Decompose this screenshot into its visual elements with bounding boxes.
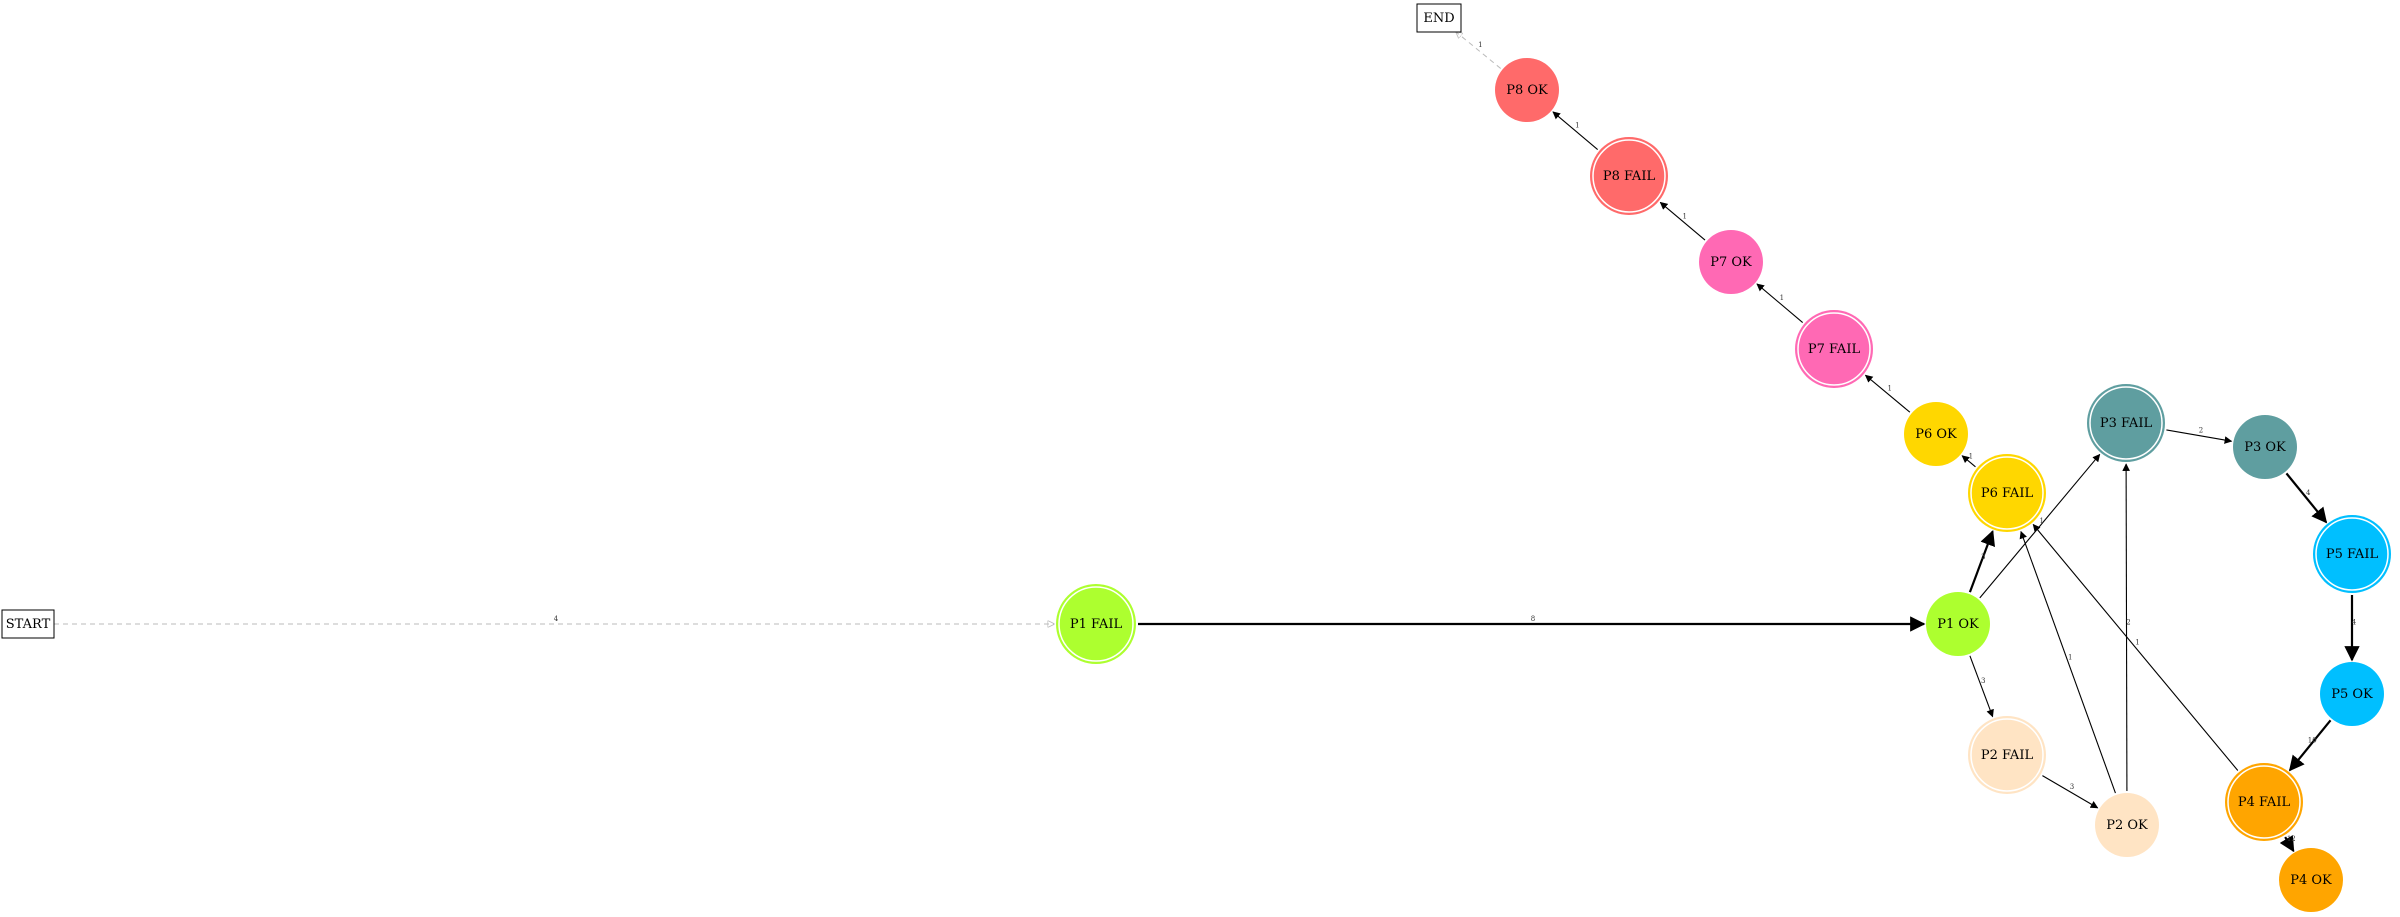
edge-p8-fail-to-p8-ok [1552, 111, 1599, 150]
edge-p2-ok-to-p6-fail [2019, 530, 2116, 794]
node-label: P6 OK [1915, 427, 1957, 442]
node-p5-fail[interactable]: P5 FAIL [2313, 515, 2391, 593]
node-label: P6 FAIL [1981, 486, 2034, 501]
edge-p4-fail-to-p6-fail [2032, 523, 2239, 771]
edge-label: 1 [2068, 653, 2072, 661]
edge-p1-ok-to-p2-fail [1969, 655, 1994, 718]
node-p1-fail[interactable]: P1 FAIL [1056, 584, 1136, 664]
node-label: P4 OK [2290, 873, 2332, 888]
edge-label: 3 [1981, 677, 1985, 685]
edge-label: 1 [2040, 517, 2044, 525]
node-label: P1 FAIL [1070, 617, 1123, 632]
edge-p5-ok-to-p4-fail [2288, 719, 2332, 772]
node-p2-fail[interactable]: P2 FAIL [1968, 716, 2046, 794]
edge-label: 2 [2199, 427, 2203, 435]
edge-label: 1 [1780, 294, 1784, 302]
edge-label: 1 [2135, 639, 2139, 647]
edge-p8-ok-to-end [1456, 32, 1502, 69]
node-label: P1 OK [1937, 617, 1979, 632]
edge-label: 1 [1478, 41, 1482, 49]
edge-p4-fail-to-p4-ok [2279, 835, 2295, 853]
edge-label: 3 [1981, 553, 1985, 561]
node-p6-fail[interactable]: P6 FAIL [1968, 454, 2046, 532]
edge-label: 10 [2308, 736, 2317, 744]
edge-label: 2 [2126, 619, 2130, 627]
edge-p3-ok-to-p5-fail [2285, 472, 2328, 524]
nodes-layer: START END P1 FAIL P1 OK P2 FAIL P2 OK P3 FAIL P… [1, 3, 2391, 912]
node-p7-fail[interactable]: P7 FAIL [1795, 310, 1873, 388]
node-label: P2 FAIL [1981, 748, 2034, 763]
edge-label: 1 [1887, 385, 1891, 393]
node-label: END [1423, 11, 1454, 26]
node-label: P7 OK [1710, 255, 1752, 270]
edge-p6-fail-to-p6-ok [1961, 455, 1976, 468]
node-end[interactable]: END [1416, 3, 1462, 33]
edge-label: 1 [1682, 212, 1686, 220]
edge-p6-ok-to-p7-fail [1864, 374, 1911, 413]
edge-p7-fail-to-p7-ok [1756, 283, 1804, 323]
node-p1-ok[interactable]: P1 OK [1926, 592, 1990, 656]
node-label: P5 FAIL [2326, 547, 2379, 562]
edge-label: 12 [2287, 835, 2296, 843]
node-start[interactable]: START [1, 609, 55, 639]
node-label: START [6, 617, 51, 632]
edge-p3-fail-to-p3-ok [2166, 429, 2233, 444]
edge-label: 1 [1969, 452, 1973, 460]
node-label: P2 OK [2106, 818, 2148, 833]
node-p3-ok[interactable]: P3 OK [2233, 415, 2297, 479]
node-label: P7 FAIL [1808, 342, 1861, 357]
edge-p2-ok-to-p3-fail [2122, 463, 2130, 792]
node-p2-ok[interactable]: P2 OK [2095, 793, 2159, 857]
node-p7-ok[interactable]: P7 OK [1699, 230, 1763, 294]
edge-label: 4 [2352, 619, 2357, 627]
edge-label: 8 [1531, 615, 1535, 623]
edge-label: 4 [2306, 489, 2311, 497]
node-p8-ok[interactable]: P8 OK [1495, 58, 1559, 122]
node-p4-fail[interactable]: P4 FAIL [2225, 763, 2303, 841]
node-p8-fail[interactable]: P8 FAIL [1590, 137, 1668, 215]
edge-label: 4 [554, 615, 559, 623]
edge-label: 3 [2070, 783, 2074, 791]
node-p6-ok[interactable]: P6 OK [1904, 402, 1968, 466]
node-label: P8 OK [1506, 83, 1548, 98]
node-label: P4 FAIL [2238, 795, 2291, 810]
node-label: P5 OK [2331, 687, 2373, 702]
node-label: P3 OK [2244, 440, 2286, 455]
node-label: P8 FAIL [1603, 169, 1656, 184]
node-p5-ok[interactable]: P5 OK [2320, 662, 2384, 726]
edge-p7-ok-to-p8-fail [1659, 201, 1706, 241]
node-p4-ok[interactable]: P4 OK [2279, 848, 2343, 912]
edge-label: 1 [1575, 122, 1579, 130]
node-label: P3 FAIL [2100, 416, 2153, 431]
node-p3-fail[interactable]: P3 FAIL [2087, 384, 2165, 462]
edge-p2-fail-to-p2-ok [2042, 775, 2099, 809]
edge-p1-ok-to-p6-fail [1968, 529, 1995, 593]
